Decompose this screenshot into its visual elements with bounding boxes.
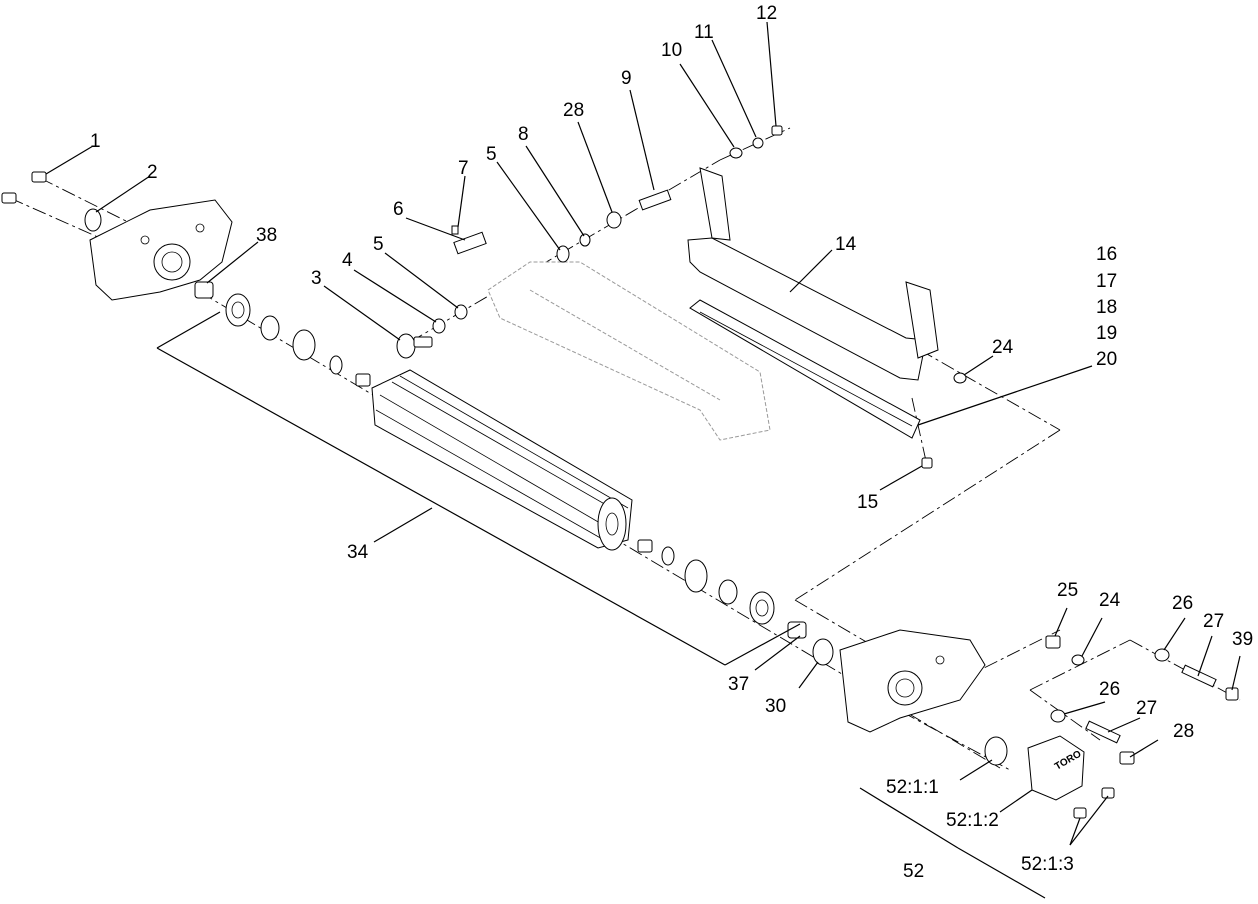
- o-ring-52-1-1: [984, 736, 1008, 766]
- bedknife: [689, 299, 921, 439]
- bolt-1: [31, 171, 47, 183]
- callout-labels: 1 2 38 3 4 5 5 6 7 8 28 9 10 11 12 14 16…: [90, 3, 1253, 882]
- bolt-left-lower: [1, 192, 17, 204]
- callout-7: 7: [458, 158, 469, 179]
- hardware-right: [1045, 635, 1239, 765]
- callout-9: 9: [621, 68, 632, 89]
- reel-34: [371, 369, 633, 551]
- bearing-housing-38: [194, 281, 214, 299]
- callout-15: 15: [857, 492, 878, 513]
- shaft-parts-upper: [396, 125, 783, 359]
- callout-3: 3: [311, 268, 322, 289]
- bedknife-bar-14: [687, 167, 939, 381]
- callout-27-lower: 27: [1136, 698, 1157, 719]
- callout-17: 17: [1096, 271, 1117, 292]
- callout-18: 18: [1096, 297, 1117, 318]
- washer-24-upper: [953, 372, 967, 384]
- callout-38: 38: [256, 225, 277, 246]
- callout-2: 2: [147, 162, 158, 183]
- callout-52-1-1: 52:1:1: [886, 777, 939, 798]
- callout-12: 12: [756, 3, 777, 24]
- side-plate-left: [89, 199, 233, 301]
- callout-6: 6: [393, 199, 404, 220]
- callout-25: 25: [1057, 580, 1078, 601]
- callout-1: 1: [90, 131, 101, 152]
- callout-5-upper: 5: [486, 144, 497, 165]
- callout-4: 4: [342, 250, 353, 271]
- screw-15: [921, 457, 933, 469]
- callout-34: 34: [347, 542, 369, 563]
- side-plate-right: [839, 629, 986, 733]
- reel-bearings-left: [225, 293, 371, 387]
- callout-26-lower: 26: [1099, 679, 1120, 700]
- frame-ghost: [487, 261, 771, 441]
- callout-39: 39: [1232, 629, 1253, 650]
- callout-19: 19: [1096, 323, 1117, 344]
- callout-26-upper: 26: [1172, 593, 1193, 614]
- callout-8: 8: [518, 124, 529, 145]
- callout-10: 10: [661, 40, 682, 61]
- callout-11: 11: [694, 22, 714, 43]
- callout-52-1-3: 52:1:3: [1021, 854, 1074, 875]
- callout-52-1-2: 52:1:2: [946, 810, 999, 831]
- cover-52-1-2: TORO: [1027, 735, 1085, 801]
- callout-24-right: 24: [1099, 590, 1121, 611]
- callout-52: 52: [903, 861, 924, 882]
- callout-37: 37: [728, 674, 749, 695]
- callout-27-upper: 27: [1203, 611, 1224, 632]
- o-ring-2: [84, 208, 102, 232]
- callout-28-lower: 28: [1173, 721, 1194, 742]
- callout-14: 14: [835, 234, 857, 255]
- leader-lines: [45, 21, 1241, 899]
- callout-30: 30: [765, 696, 786, 717]
- callout-24-upper: 24: [992, 337, 1014, 358]
- callout-20: 20: [1096, 349, 1117, 370]
- screws-52-1-3: [1073, 787, 1115, 819]
- callout-16: 16: [1096, 244, 1117, 265]
- callout-28-upper: 28: [563, 100, 584, 121]
- callout-5-lower: 5: [373, 234, 384, 255]
- reel-bearings-right: [637, 539, 834, 666]
